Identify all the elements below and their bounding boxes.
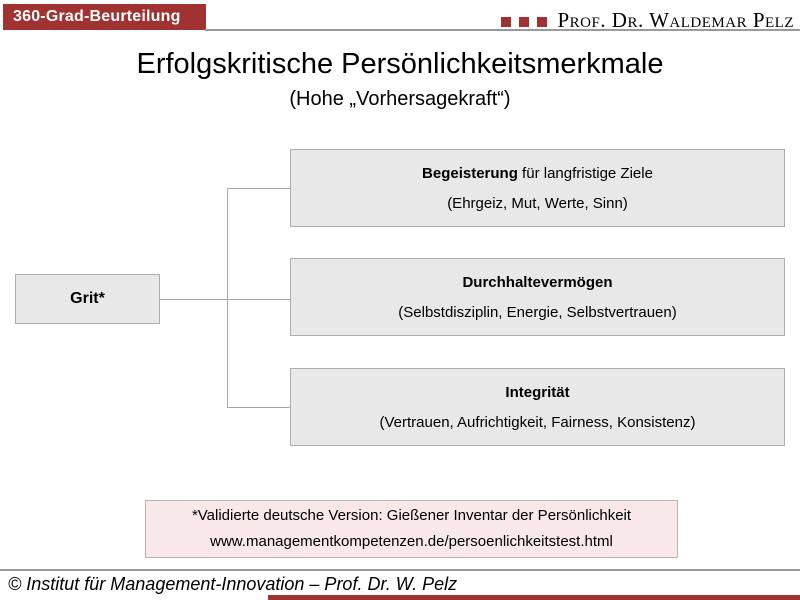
- branch-title: Durchhaltevermögen: [462, 273, 613, 291]
- footnote-box: *Validierte deutsche Version: Gießener I…: [145, 500, 678, 558]
- connector-branch1-line: [227, 188, 290, 189]
- connector-trunk-line: [227, 188, 228, 408]
- connector-branch3-line: [227, 407, 290, 408]
- footer-rule: [0, 569, 800, 571]
- grit-label: Grit*: [70, 290, 105, 307]
- footer-accent-bar: [268, 595, 800, 600]
- connector-branch2-line: [227, 299, 290, 300]
- three-squares-icon: [501, 16, 548, 27]
- header-rule: [205, 29, 800, 31]
- branch-box-begeisterung: Begeisterung für langfristige Ziele (Ehr…: [290, 149, 785, 227]
- branch-detail: (Selbstdisziplin, Energie, Selbstvertrau…: [398, 303, 677, 321]
- branch-title: Begeisterung für langfristige Ziele: [422, 164, 653, 182]
- branch-box-integritaet: Integrität (Vertrauen, Aufrichtigkeit, F…: [290, 368, 785, 446]
- branch-detail: (Vertrauen, Aufrichtigkeit, Fairness, Ko…: [379, 413, 696, 431]
- connector-root-line: [160, 299, 228, 300]
- header-badge: 360-Grad-Beurteilung: [3, 4, 206, 30]
- page-title: Erfolgskritische Persönlichkeitsmerkmale: [136, 48, 664, 80]
- footnote-url: www.managementkompetenzen.de/persoenlich…: [210, 533, 613, 550]
- branch-box-durchhaltevermoegen: Durchhaltevermögen (Selbstdisziplin, Ene…: [290, 258, 785, 336]
- footnote-line1: *Validierte deutsche Version: Gießener I…: [191, 507, 632, 524]
- author-name: Prof. Dr. Waldemar Pelz: [557, 8, 794, 32]
- header-author-block: Prof. Dr. Waldemar Pelz: [501, 8, 794, 33]
- grit-node: Grit*: [15, 274, 160, 324]
- footer-copyright: © Institut für Management-Innovation – P…: [8, 574, 458, 594]
- branch-title: Integrität: [505, 383, 570, 401]
- branch-detail: (Ehrgeiz, Mut, Werte, Sinn): [447, 194, 628, 212]
- page-subtitle: (Hohe „Vorhersagekraft“): [289, 88, 511, 110]
